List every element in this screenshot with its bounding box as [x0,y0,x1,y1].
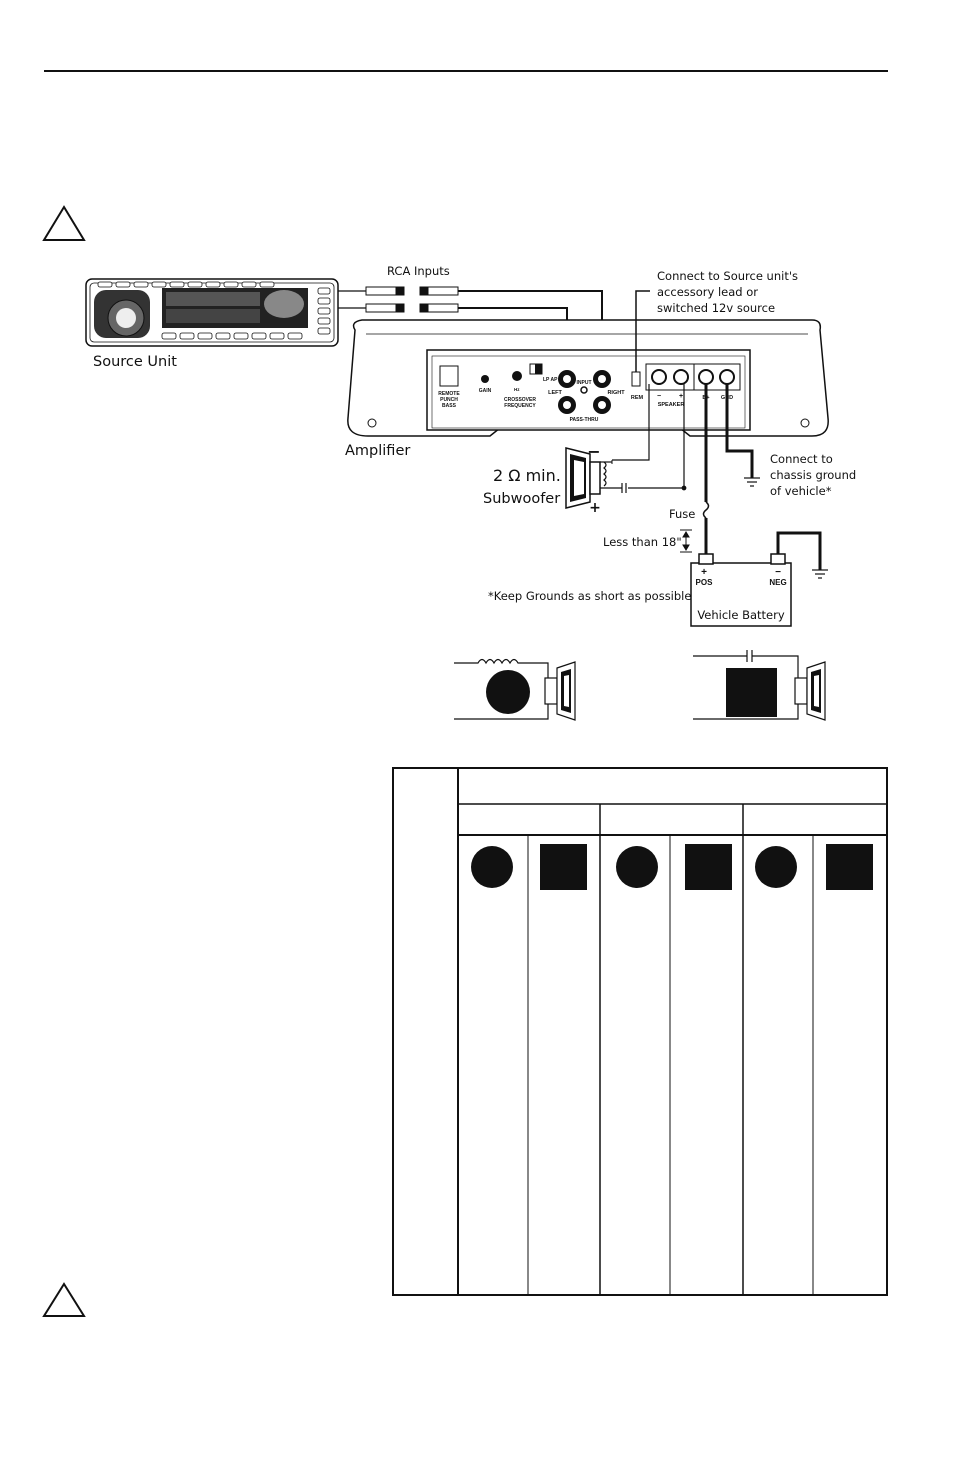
source-unit-label: Source Unit [93,354,177,370]
speaker-plus-label: + [679,393,683,400]
vehicle-battery [690,531,828,627]
connect-source-line-3: switched 12v source [657,301,775,315]
inductor-symbol-circle-3 [755,846,797,888]
remote-wire [635,290,650,372]
crossover-label-2: FREQUENCY [504,403,536,409]
hz-label: Hz [514,387,520,392]
battery-minus-sign: − [775,567,781,578]
speaker-label: SPEAKER [658,402,685,408]
subwoofer-plus-sign: + [589,500,601,516]
connect-source-line-2: accessory lead or [657,285,758,299]
less-than-label: Less than 18" [603,535,682,549]
source-unit-head-unit [85,278,339,347]
remote-punch-bass-label-1: REMOTE [438,391,460,397]
connect-ground-line-3: of vehicle* [770,484,832,498]
gain-label: GAIN [479,388,492,394]
crossover-table [392,767,888,1296]
amplifier [347,319,829,437]
sub-min-ohms-label: 2 Ω min. [493,466,561,485]
battery-plus-sign: + [701,567,707,578]
remote-punch-bass-label-3: BASS [442,403,457,409]
capacitor-symbol-square-3 [826,844,873,890]
connect-ground-line-2: chassis ground [770,468,856,482]
subwoofer-minus-sign: − [587,442,600,461]
subwoofer-icon [565,447,627,509]
lp-ap-label: LP AP [543,377,558,383]
warning-triangle-icon-bottom [42,1282,86,1317]
power-wire [702,384,710,556]
fuse-icon [702,501,710,519]
input-label: INPUT [577,380,592,386]
inductor-symbol-circle-2 [616,846,658,888]
speaker-wires [612,384,687,491]
battery-neg-label: NEG [769,578,786,587]
capacitor-crossover-figure [693,650,826,721]
length-dimension-icon [680,529,692,553]
fuse-label: Fuse [669,507,695,521]
warning-triangle-icon [42,205,86,241]
connect-source-line-1: Connect to Source unit's [657,269,798,283]
rca-inputs-label: RCA Inputs [387,264,450,278]
keep-grounds-note: *Keep Grounds as short as possible [488,589,691,603]
right-label: RIGHT [607,390,625,396]
capacitor-symbol-square-2 [685,844,732,890]
capacitor-symbol-square-1 [540,844,587,890]
amp-panel-labels: REMOTE PUNCH BASS GAIN CROSSOVER FREQUEN… [438,377,733,423]
vehicle-battery-label: Vehicle Battery [697,608,785,622]
connect-ground-line-1: Connect to [770,452,833,466]
ground-wire [725,384,760,487]
speaker-minus-label: − [657,393,661,400]
table-header-symbols [471,844,873,890]
inductor-crossover-figure [454,658,576,721]
left-label: LEFT [548,390,562,396]
remote-punch-bass-label-2: PUNCH [440,397,458,403]
inductor-symbol-circle-1 [471,846,513,888]
rem-label: REM [631,395,644,401]
battery-pos-label: POS [696,578,714,587]
subwoofer-label: Subwoofer [483,491,560,507]
pass-thru-label: PASS-THRU [570,417,599,423]
amplifier-label: Amplifier [345,443,410,459]
crossover-label-1: CROSSOVER [504,397,536,403]
